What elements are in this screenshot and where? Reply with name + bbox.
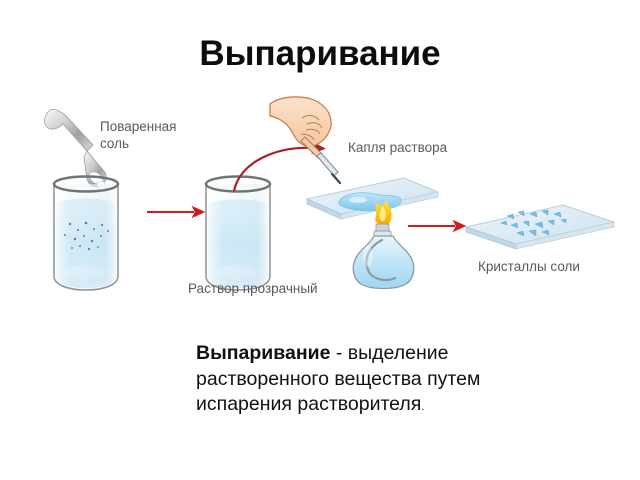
label-table-salt-line1: Поваренная <box>100 119 177 134</box>
evaporation-diagram <box>18 96 622 308</box>
definition-body: выделение растворенного вещества путем и… <box>196 342 481 415</box>
label-solution-drop: Капля раствора <box>348 140 448 155</box>
beaker-with-salt-icon <box>52 175 120 291</box>
label-table-salt: Поваренная соль <box>100 118 177 152</box>
page-title: Выпаривание <box>199 34 441 73</box>
salt-crystals-icon <box>500 209 567 237</box>
definition-text: Выпаривание - выделение растворенного ве… <box>196 341 556 421</box>
definition-period: . <box>421 401 425 413</box>
hand-with-pipette-icon <box>269 96 342 185</box>
beaker-clear-solution-icon <box>204 175 272 291</box>
label-table-salt-line2: соль <box>100 136 130 151</box>
definition-term: Выпаривание <box>196 342 331 364</box>
spirit-lamp-icon <box>352 200 415 290</box>
glass-slide-with-drop-icon <box>305 177 440 220</box>
curved-arrow-icon <box>232 141 326 192</box>
definition-separator: - <box>330 342 348 364</box>
spoon-icon <box>44 109 107 187</box>
label-clear-solution: Раствор прозрачный <box>188 281 318 296</box>
glass-slide-with-crystals-icon <box>464 204 616 250</box>
label-salt-crystals: Кристаллы соли <box>478 259 580 274</box>
